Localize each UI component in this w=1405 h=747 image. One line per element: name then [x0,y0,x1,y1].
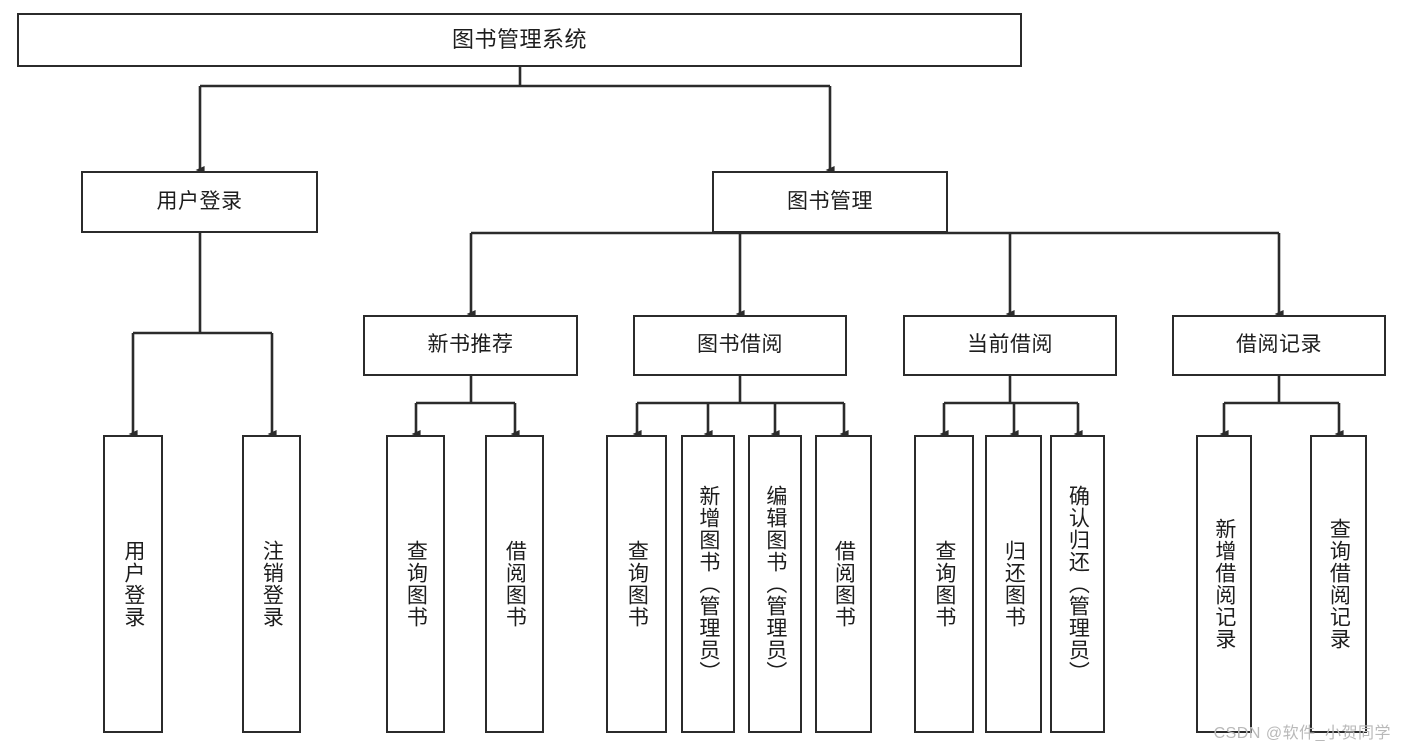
node-label: 用户登录 [156,189,243,213]
node-leaf-confirm-return[interactable]: 确认归还（管理员） [1050,435,1105,733]
node-leaf-user-logout[interactable]: 注销登录 [242,435,301,733]
node-leaf-return-book[interactable]: 归还图书 [985,435,1042,733]
node-leaf-add-book[interactable]: 新增图书（管理员） [681,435,735,733]
node-leaf-query-record[interactable]: 查询借阅记录 [1310,435,1367,733]
node-book-borrow[interactable]: 图书借阅 [633,315,847,376]
node-leaf-query-book-1[interactable]: 查询图书 [386,435,445,733]
node-leaf-query-book-2[interactable]: 查询图书 [606,435,667,733]
node-root[interactable]: 图书管理系统 [17,13,1022,67]
node-leaf-borrow-book-2[interactable]: 借阅图书 [815,435,872,733]
node-book-manage[interactable]: 图书管理 [712,171,948,233]
node-label: 借阅图书 [503,540,527,628]
node-current-borrow[interactable]: 当前借阅 [903,315,1117,376]
node-label: 借阅记录 [1236,333,1322,357]
node-label: 新增图书（管理员） [696,485,720,683]
node-user-login[interactable]: 用户登录 [81,171,318,233]
node-label: 注销登录 [260,540,284,628]
node-label: 图书管理系统 [451,27,587,53]
node-label: 用户登录 [121,540,145,628]
node-label: 新增借阅记录 [1212,518,1236,650]
node-leaf-edit-book[interactable]: 编辑图书（管理员） [748,435,802,733]
node-label: 当前借阅 [967,333,1053,357]
node-label: 图书管理 [787,189,873,213]
node-label: 借阅图书 [832,540,856,628]
node-label: 查询图书 [625,540,649,628]
node-leaf-add-record[interactable]: 新增借阅记录 [1196,435,1252,733]
node-label: 图书借阅 [697,333,783,357]
node-label: 查询图书 [404,540,428,628]
node-new-book-rec[interactable]: 新书推荐 [363,315,578,376]
node-borrow-record[interactable]: 借阅记录 [1172,315,1386,376]
node-label: 编辑图书（管理员） [763,485,787,683]
node-label: 确认归还（管理员） [1066,485,1090,683]
node-label: 新书推荐 [427,333,514,357]
node-leaf-query-book-3[interactable]: 查询图书 [914,435,974,733]
watermark-text: CSDN @软件_小贺同学 [1213,725,1391,742]
node-leaf-borrow-book-1[interactable]: 借阅图书 [485,435,544,733]
connector-lines [128,67,1344,439]
node-label: 查询图书 [932,540,956,628]
node-label: 归还图书 [1002,540,1026,628]
node-label: 查询借阅记录 [1327,518,1351,650]
node-leaf-user-login[interactable]: 用户登录 [103,435,163,733]
